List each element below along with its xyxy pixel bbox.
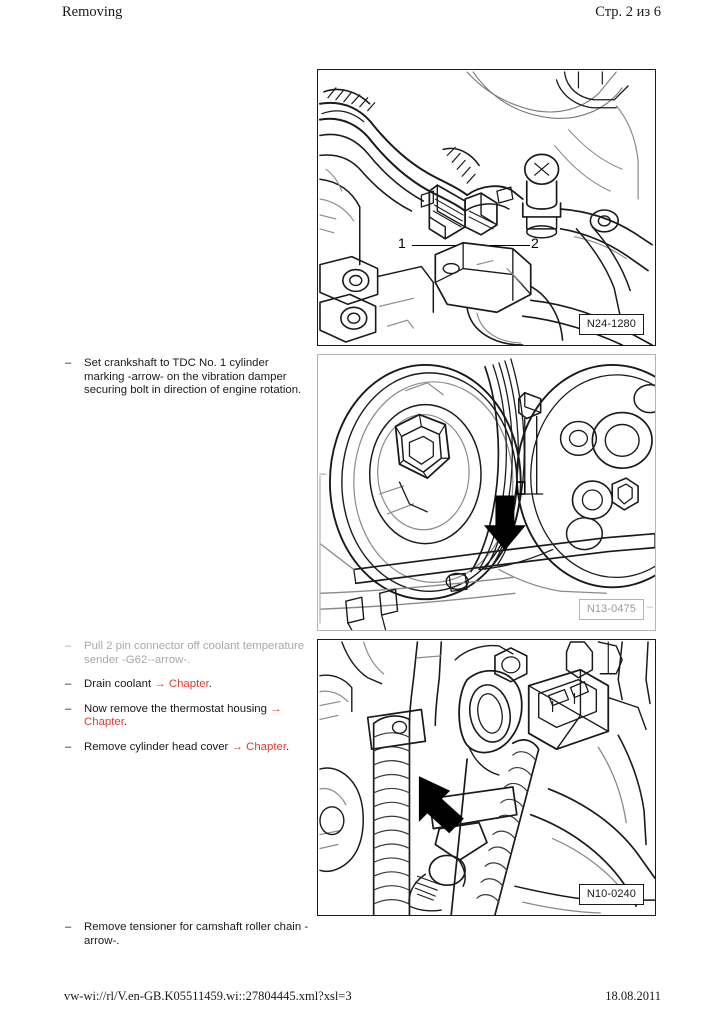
figure-callout-2: 2 [531, 235, 539, 251]
text-block-coolant: – Pull 2 pin connector off coolant tempe… [62, 640, 310, 755]
document-date: 18.08.2011 [605, 989, 661, 1003]
list-item-text: Remove cylinder head cover [84, 740, 232, 753]
figure-n13-0475-drawing [319, 358, 655, 630]
bullet-dash: – [65, 357, 72, 369]
list-item: – Remove tensioner for camshaft roller c… [62, 921, 310, 948]
chapter-link[interactable]: → Chapter [231, 740, 286, 753]
list-item-text: Now remove the thermostat housing [84, 702, 271, 715]
list-item: – Pull 2 pin connector off coolant tempe… [62, 640, 310, 667]
figure-n24-1280: 1 2 N24-1280 [317, 69, 656, 346]
page-header: Removing Стр. 2 из 6 [0, 4, 723, 24]
figure-callout-2-leader [490, 245, 530, 246]
list-item: – Set crankshaft to TDC No. 1 cylinder m… [62, 357, 310, 398]
text-block-tdc: – Set crankshaft to TDC No. 1 cylinder m… [62, 357, 310, 398]
tdc-arrow-icon [483, 481, 526, 551]
figure-n10-0240-drawing [319, 641, 655, 915]
figure-edge-dash: – [646, 601, 653, 613]
figure-code-n10-0240: N10-0240 [578, 884, 644, 905]
page-title: Removing [62, 4, 123, 20]
list-item-text: Drain coolant [84, 678, 155, 691]
list-item-text-tail: . [208, 678, 212, 691]
bullet-dash: – [65, 921, 72, 933]
figure-n10-0240: N10-0240 [317, 639, 656, 916]
list-item-text: Set crankshaft to TDC No. 1 cylinder mar… [84, 357, 302, 397]
bullet-dash: – [65, 702, 72, 715]
source-reference: vw-wi://rl/V.en-GB.K05511459.wi::2780444… [64, 989, 352, 1003]
page-footer: vw-wi://rl/V.en-GB.K05511459.wi::2780444… [0, 989, 723, 1007]
figure-n24-1280-drawing [318, 71, 653, 345]
figure-n13-0475: N13-0475 – [317, 354, 656, 631]
bullet-dash: – [65, 640, 72, 652]
figure-callout-1: 1 [398, 235, 406, 251]
list-item-text-tail: . [123, 716, 128, 729]
chapter-link[interactable]: → Chapter [154, 678, 209, 691]
figure-code-n24-1280: N24-1280 [578, 314, 644, 335]
list-item: – Now remove the thermostat housing → Ch… [62, 703, 310, 730]
chapter-link[interactable]: → Chapter [84, 702, 282, 729]
bullet-dash: – [65, 740, 72, 753]
figure-code-n13-0475: N13-0475 [578, 599, 644, 620]
tensioner-arrow-icon [418, 776, 464, 834]
bullet-dash: – [65, 678, 72, 691]
page-indicator: Стр. 2 из 6 [595, 4, 661, 20]
list-item: – Remove cylinder head cover → Chapter. [62, 741, 310, 755]
list-item-text: Remove tensioner for camshaft roller cha… [84, 921, 309, 947]
figure-callout-1-leader [412, 245, 456, 246]
list-item-text: Pull 2 pin connector off coolant tempera… [84, 640, 305, 666]
list-item-text-tail: . [285, 740, 290, 753]
list-item: – Drain coolant → Chapter. [62, 678, 310, 692]
text-block-tensioner: – Remove tensioner for camshaft roller c… [62, 921, 310, 948]
